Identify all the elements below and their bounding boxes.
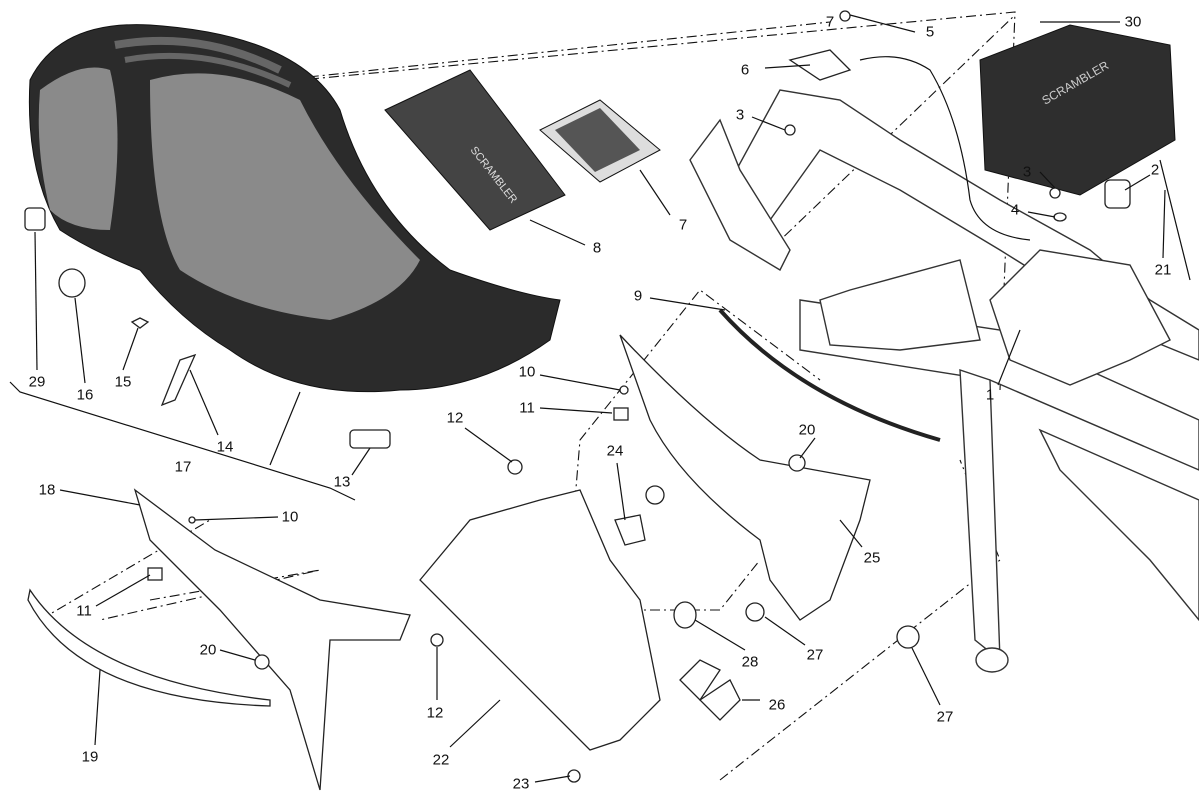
small-parts — [9, 10, 1191, 783]
callout-label-3[interactable]: 3 — [735, 106, 745, 124]
callout-label-4[interactable]: 4 — [1010, 201, 1020, 219]
callout-label-28[interactable]: 28 — [741, 653, 759, 671]
callout-label-16[interactable]: 16 — [76, 386, 94, 404]
callout-label-2[interactable]: 2 — [1150, 161, 1160, 179]
callout-label-30[interactable]: 30 — [1124, 13, 1142, 31]
callout-label-6[interactable]: 6 — [740, 61, 750, 79]
seat — [28, 24, 561, 393]
callout-label-23[interactable]: 23 — [512, 775, 530, 793]
callout-label-11[interactable]: 11 — [76, 602, 92, 620]
leader-lines — [34, 14, 1166, 783]
callout-label-17[interactable]: 17 — [174, 458, 192, 476]
callout-label-29[interactable]: 29 — [28, 373, 46, 391]
callout-label-27[interactable]: 27 — [936, 708, 954, 726]
callout-label-21[interactable]: 21 — [1154, 261, 1172, 279]
callout-label-1[interactable]: 1 — [985, 386, 995, 404]
callout-label-13[interactable]: 13 — [333, 473, 351, 491]
tool-pouch: SCRAMBLER — [384, 69, 566, 231]
subframe — [689, 56, 1199, 673]
callout-label-27[interactable]: 27 — [806, 646, 824, 664]
callout-label-25[interactable]: 25 — [863, 549, 881, 567]
callout-label-11[interactable]: 11 — [519, 399, 535, 417]
callout-label-8[interactable]: 8 — [592, 239, 602, 257]
cover: SCRAMBLER — [979, 24, 1176, 196]
callout-label-20[interactable]: 20 — [199, 641, 217, 659]
callout-label-12[interactable]: 12 — [426, 704, 444, 722]
callout-label-19[interactable]: 19 — [81, 748, 99, 766]
callout-label-7[interactable]: 7 — [678, 216, 688, 234]
callout-label-15[interactable]: 15 — [114, 373, 132, 391]
callout-label-20[interactable]: 20 — [798, 421, 816, 439]
callout-label-22[interactable]: 22 — [432, 751, 450, 769]
callout-label-24[interactable]: 24 — [606, 442, 624, 460]
callout-label-12[interactable]: 12 — [446, 409, 464, 427]
callout-label-9[interactable]: 9 — [633, 287, 643, 305]
callout-label-7[interactable]: 7 — [825, 13, 835, 31]
side-panels — [27, 308, 941, 791]
callout-label-10[interactable]: 10 — [518, 363, 536, 381]
callout-label-26[interactable]: 26 — [768, 696, 786, 714]
callout-label-18[interactable]: 18 — [38, 481, 56, 499]
callout-label-10[interactable]: 10 — [281, 508, 299, 526]
callout-label-5[interactable]: 5 — [925, 23, 935, 41]
callout-label-14[interactable]: 14 — [216, 438, 234, 456]
callout-label-3[interactable]: 3 — [1022, 163, 1032, 181]
owners-manual — [539, 99, 661, 183]
